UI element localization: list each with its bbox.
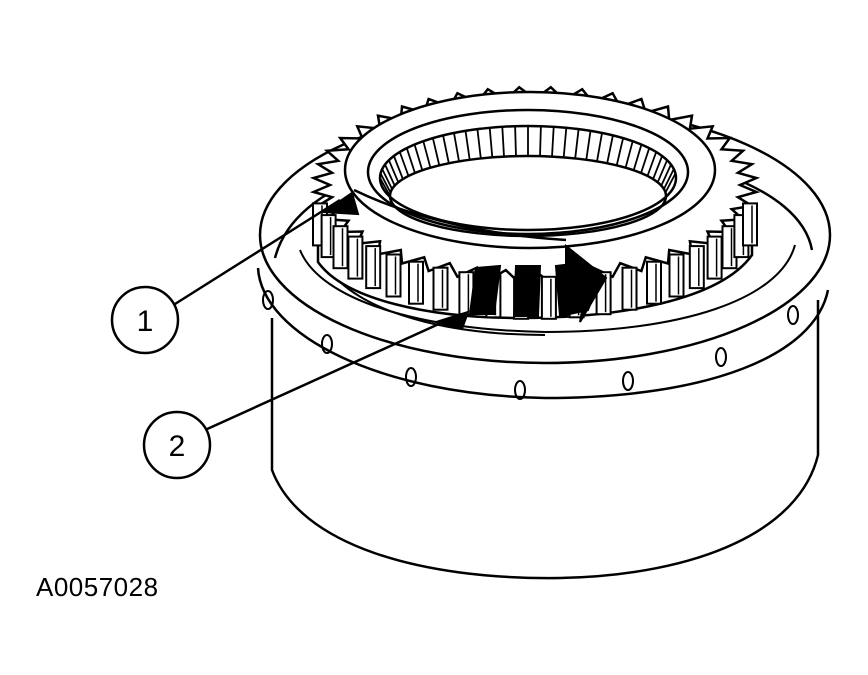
gear-tooth-face (668, 253, 685, 298)
gear-tooth-face (621, 266, 638, 311)
spline-line (381, 168, 393, 190)
spline-line (476, 128, 482, 159)
leader-line-2 (204, 316, 453, 432)
spline-line (660, 164, 672, 186)
spline-line (379, 173, 392, 193)
spline-line (432, 137, 441, 166)
gear-tooth-face (646, 260, 662, 305)
spline-line (539, 126, 542, 157)
callout-1-number: 1 (137, 305, 154, 338)
drum-inner-floor (299, 244, 796, 336)
spline-line (405, 147, 416, 174)
spline-line (514, 126, 517, 157)
figure-id-label: A0057028 (36, 572, 159, 602)
gear-tooth-face (742, 202, 758, 247)
gear-tooth-face (347, 235, 364, 280)
gear-tooth-face (688, 245, 705, 290)
spline-line (615, 137, 624, 166)
spline-line (656, 159, 668, 183)
spline-line (663, 168, 675, 190)
spline-line (464, 130, 471, 160)
gear-tooth-face (365, 245, 382, 290)
callout-leaders (174, 198, 453, 432)
rotation-segment-2 (512, 265, 542, 317)
spline-line (442, 135, 450, 164)
callout-2: 2 (142, 410, 212, 480)
rotation-arrow-tip (565, 243, 608, 323)
arrow-head-2 (432, 310, 470, 331)
spline-line (652, 155, 663, 180)
gear-tooth-face (385, 253, 402, 298)
spline-line (398, 151, 410, 177)
spline-line (384, 164, 396, 186)
spline-line (422, 140, 432, 168)
callout-1-circle (110, 285, 180, 355)
spline-line (413, 144, 424, 171)
spline-line (488, 127, 494, 158)
spline-line (388, 159, 400, 183)
spline-line (596, 132, 603, 162)
spline-line (453, 132, 460, 162)
spline-line (574, 128, 580, 159)
callout-2-number: 2 (169, 430, 186, 463)
gear-tooth-face (540, 275, 557, 320)
spline-line (640, 147, 651, 174)
spline-line (585, 130, 592, 160)
gear-tooth-face (432, 266, 449, 311)
rotation-segment-1 (468, 264, 502, 315)
drum-rivet-holes (262, 290, 799, 400)
spline-line (606, 135, 614, 164)
spline-line (501, 126, 505, 157)
spline-line (646, 151, 658, 177)
spline-line (562, 127, 568, 158)
spline-line (393, 155, 404, 180)
callout-1: 1 (110, 285, 180, 355)
leader-line-1 (174, 198, 341, 306)
gear-tooth-face (408, 260, 424, 305)
spline-line (664, 173, 677, 193)
callout-2-circle (142, 410, 212, 480)
spline-line (551, 126, 555, 157)
inner-splined-ring (343, 90, 717, 250)
spline-line (624, 140, 634, 168)
gear-tooth-face (706, 235, 723, 280)
rotation-arrow-indicators (321, 188, 608, 331)
gear-tooth-face (332, 225, 349, 270)
spline-line (379, 177, 391, 197)
spline-line (632, 144, 643, 171)
